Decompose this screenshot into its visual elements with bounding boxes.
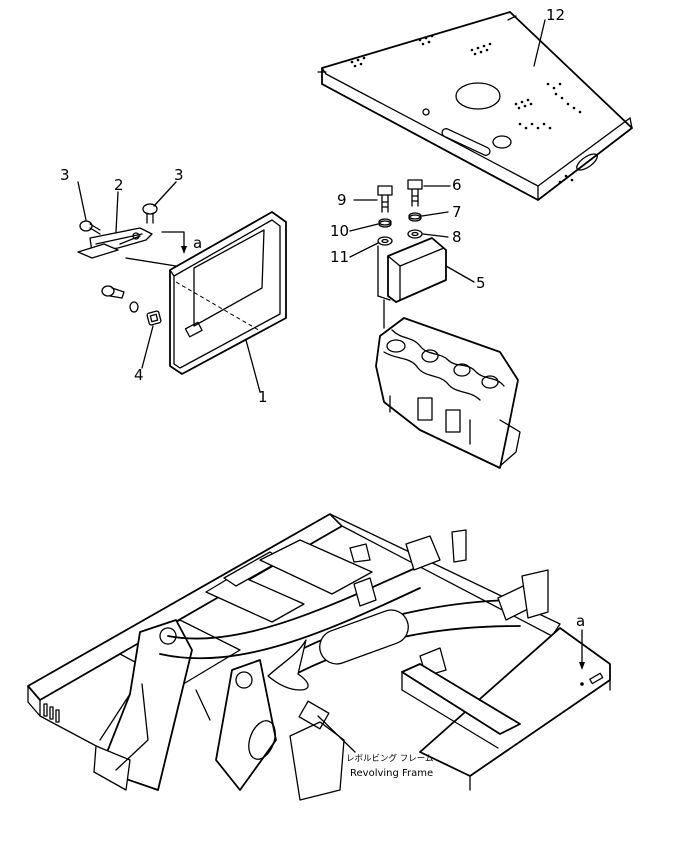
engine-block <box>375 299 521 469</box>
part-5-bracket <box>377 237 447 303</box>
callout-a-frame: a <box>576 612 585 630</box>
part-1-side-door <box>169 211 287 375</box>
callout-10: 10 <box>330 222 349 240</box>
part-7-spring-washer <box>408 212 422 222</box>
frame-label-english: Revolving Frame <box>350 768 433 779</box>
part-6-bolt <box>407 179 423 207</box>
callout-7: 7 <box>452 203 462 221</box>
part-12-top-cover <box>317 11 633 201</box>
callout-3-right: 3 <box>174 166 184 184</box>
callout-6: 6 <box>452 176 462 194</box>
reference-a-door <box>125 231 187 267</box>
part-3-screw-right <box>142 203 158 224</box>
part-10-spring-washer <box>378 218 392 228</box>
callout-5: 5 <box>476 274 486 292</box>
callout-a-door: a <box>193 234 202 252</box>
frame-label-japanese: レボルビング フレーム <box>346 753 433 764</box>
reference-a-frame <box>579 629 585 686</box>
part-8-washer <box>407 229 423 239</box>
callout-1: 1 <box>258 388 268 406</box>
door-bolt <box>101 285 125 299</box>
callout-labels: 12 3 2 3 a 4 1 9 10 11 6 7 8 5 a <box>60 6 585 630</box>
callout-9: 9 <box>337 191 347 209</box>
revolving-frame <box>27 513 611 801</box>
part-9-bolt <box>377 185 393 213</box>
part-2-latch-bracket <box>77 227 153 259</box>
callout-4: 4 <box>134 366 144 384</box>
leader-lines <box>77 19 546 753</box>
callout-2: 2 <box>114 176 124 194</box>
callout-8: 8 <box>452 228 462 246</box>
callout-11: 11 <box>330 248 349 266</box>
part-4-washer <box>129 301 162 326</box>
callout-3-left: 3 <box>60 166 70 184</box>
part-11-washer <box>377 236 393 246</box>
part-3-screw-left <box>79 220 101 235</box>
callout-12: 12 <box>546 6 565 24</box>
